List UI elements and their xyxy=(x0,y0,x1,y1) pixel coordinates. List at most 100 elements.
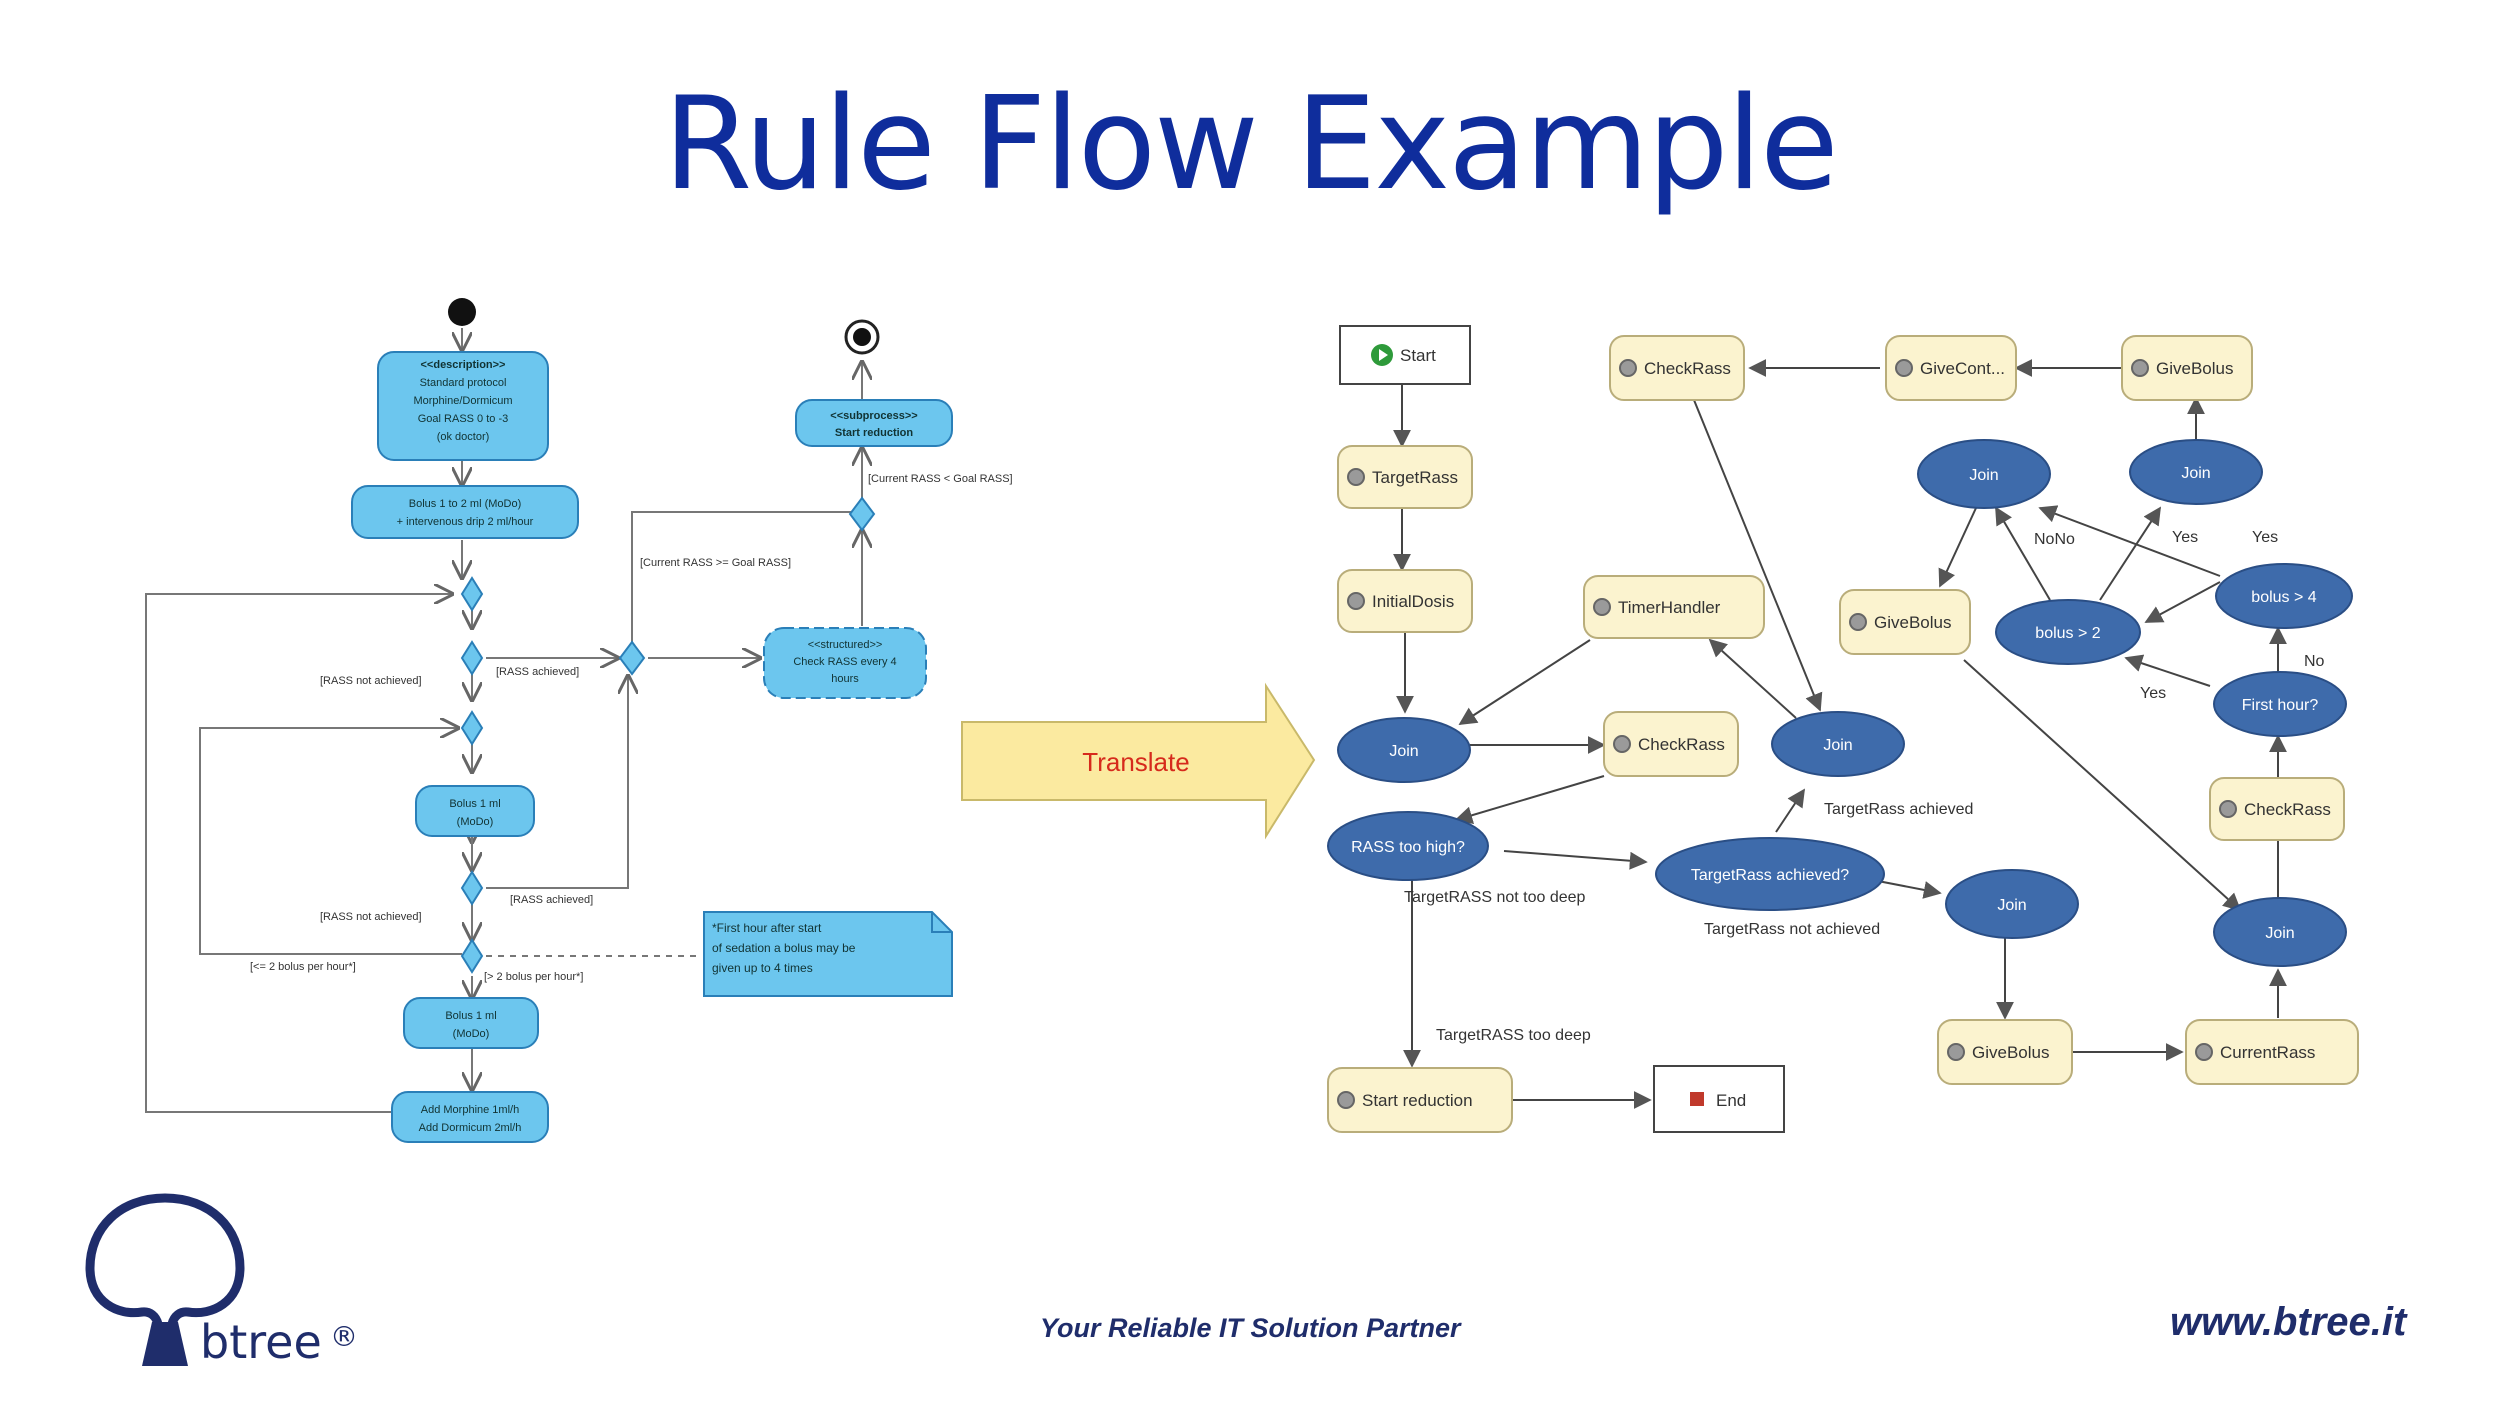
gear-icon xyxy=(1619,359,1637,377)
node-timer-handler: TimerHandler xyxy=(1583,575,1765,639)
merge-diamond-3 xyxy=(618,640,646,676)
svg-text:RASS too high?: RASS too high? xyxy=(1351,839,1465,856)
gear-icon xyxy=(1613,735,1631,753)
svg-text:GiveBolus: GiveBolus xyxy=(2156,359,2233,378)
guard-rass-not-achieved-2: [RASS not achieved] xyxy=(320,911,422,923)
node-start-reduction: Start reduction xyxy=(1327,1067,1513,1133)
svg-text:Start: Start xyxy=(1400,346,1436,365)
svg-text:CheckRass: CheckRass xyxy=(1638,735,1725,754)
svg-text:<<description>>: <<description>> xyxy=(421,359,506,371)
svg-text:Join: Join xyxy=(1997,897,2026,914)
label-not-achieved: TargetRass not achieved xyxy=(1704,921,1880,938)
merge-diamond-1 xyxy=(460,576,484,612)
gear-icon xyxy=(2195,1043,2213,1061)
node-give-bolus-bottom: GiveBolus xyxy=(1937,1019,2073,1085)
gear-icon xyxy=(2131,359,2149,377)
svg-text:given up to 4 times: given up to 4 times xyxy=(712,961,813,975)
translate-arrow: Translate xyxy=(961,682,1316,840)
gear-icon xyxy=(1895,359,1913,377)
uml-activity-diagram xyxy=(145,328,862,1113)
gear-icon xyxy=(1593,598,1611,616)
svg-text:(MoDo): (MoDo) xyxy=(457,816,494,828)
website-link[interactable]: www.btree.it xyxy=(2170,1300,2407,1344)
svg-text:Standard protocol: Standard protocol xyxy=(420,377,507,389)
node-bolus-gt2: bolus > 2 xyxy=(1995,599,2141,665)
uml-node-bolus-1ml-b: Bolus 1 ml (MoDo) xyxy=(403,997,539,1049)
btree-logo-icon xyxy=(85,1193,245,1366)
translate-label: Translate xyxy=(1082,747,1189,777)
uml-node-description: <<description>> Standard protocol Morphi… xyxy=(377,351,549,461)
svg-text:Join: Join xyxy=(1823,737,1852,754)
node-target-achieved: TargetRass achieved? xyxy=(1655,837,1885,911)
label-too-deep: TargetRASS too deep xyxy=(1436,1027,1591,1044)
node-join-4: Join xyxy=(1917,439,2051,509)
start-node-icon xyxy=(448,298,476,326)
node-give-bolus-mid: GiveBolus xyxy=(1839,589,1971,655)
node-join-6: Join xyxy=(2213,897,2347,967)
guard-le2-bolus: [<= 2 bolus per hour*] xyxy=(250,961,356,973)
uml-node-add-morphine: Add Morphine 1ml/h Add Dormicum 2ml/h xyxy=(391,1091,549,1143)
uml-node-structured: <<structured>> Check RASS every 4 hours xyxy=(763,627,927,699)
svg-text:Add Dormicum 2ml/h: Add Dormicum 2ml/h xyxy=(419,1122,522,1134)
node-check-rass-mid: CheckRass xyxy=(1603,711,1739,777)
node-bolus-gt4: bolus > 4 xyxy=(2215,563,2353,629)
decision-diamond-2 xyxy=(460,870,484,906)
svg-text:bolus > 2: bolus > 2 xyxy=(2035,625,2100,642)
svg-text:bolus > 4: bolus > 4 xyxy=(2251,589,2316,606)
gear-icon xyxy=(1849,613,1867,631)
svg-text:of sedation a bolus may be: of sedation a bolus may be xyxy=(712,941,856,955)
node-join-1: Join xyxy=(1337,717,1471,783)
svg-text:Bolus 1 ml: Bolus 1 ml xyxy=(449,798,500,810)
svg-text:TargetRass achieved?: TargetRass achieved? xyxy=(1691,867,1849,884)
guard-rass-achieved-1: [RASS achieved] xyxy=(496,666,579,678)
svg-text:<<subprocess>>: <<subprocess>> xyxy=(830,410,917,422)
guard-current-ge-goal: [Current RASS >= Goal RASS] xyxy=(640,557,791,569)
final-node-icon xyxy=(844,319,880,355)
gear-icon xyxy=(1337,1091,1355,1109)
logo-text: btree xyxy=(200,1315,322,1369)
label-yes-1: Yes xyxy=(2172,529,2198,546)
uml-node-bolus-intervenous: Bolus 1 to 2 ml (MoDo) + intervenous dri… xyxy=(351,485,579,539)
node-check-rass-top: CheckRass xyxy=(1609,335,1745,401)
guard-current-lt-goal: [Current RASS < Goal RASS] xyxy=(868,473,1013,485)
guard-gt2-bolus: [> 2 bolus per hour*] xyxy=(484,971,583,983)
node-current-rass: CurrentRass xyxy=(2185,1019,2359,1085)
svg-text:InitialDosis: InitialDosis xyxy=(1372,592,1454,611)
gear-icon xyxy=(1947,1043,1965,1061)
node-initial-dosis: InitialDosis xyxy=(1337,569,1473,633)
gear-icon xyxy=(1347,592,1365,610)
svg-text:Start reduction: Start reduction xyxy=(835,427,914,439)
svg-text:hours: hours xyxy=(831,673,859,685)
node-end: End xyxy=(1653,1065,1785,1133)
svg-text:<<structured>>: <<structured>> xyxy=(808,639,883,651)
node-first-hour: First hour? xyxy=(2213,671,2347,737)
uml-node-subprocess: <<subprocess>> Start reduction xyxy=(795,399,953,447)
svg-text:CheckRass: CheckRass xyxy=(2244,800,2331,819)
svg-text:First hour?: First hour? xyxy=(2242,697,2319,714)
logo-registered-mark: ® xyxy=(330,1320,358,1353)
svg-text:TimerHandler: TimerHandler xyxy=(1618,598,1721,617)
guard-rass-achieved-2: [RASS achieved] xyxy=(510,894,593,906)
node-join-3: Join xyxy=(1945,869,2079,939)
svg-text:Check RASS every 4: Check RASS every 4 xyxy=(793,656,896,668)
svg-text:(ok doctor): (ok doctor) xyxy=(437,431,490,443)
svg-text:+ intervenous drip 2 ml/hour: + intervenous drip 2 ml/hour xyxy=(397,516,534,528)
decision-diamond-3 xyxy=(460,938,484,974)
svg-text:Join: Join xyxy=(1969,467,1998,484)
svg-text:(MoDo): (MoDo) xyxy=(453,1028,490,1040)
label-no: No xyxy=(2304,653,2325,670)
node-check-rass-right: CheckRass xyxy=(2209,777,2345,841)
svg-text:CheckRass: CheckRass xyxy=(1644,359,1731,378)
svg-text:Join: Join xyxy=(2265,925,2294,942)
svg-text:Start reduction: Start reduction xyxy=(1362,1091,1473,1110)
gear-icon xyxy=(1347,468,1365,486)
node-join-5: Join xyxy=(2129,439,2263,505)
tagline: Your Reliable IT Solution Partner xyxy=(1040,1313,1461,1343)
stop-icon xyxy=(1690,1092,1704,1106)
svg-text:Add Morphine 1ml/h: Add Morphine 1ml/h xyxy=(421,1104,519,1116)
label-nono: NoNo xyxy=(2034,531,2075,548)
svg-text:Morphine/Dormicum: Morphine/Dormicum xyxy=(413,395,512,407)
node-start: Start xyxy=(1339,325,1471,385)
node-target-rass: TargetRass xyxy=(1337,445,1473,509)
